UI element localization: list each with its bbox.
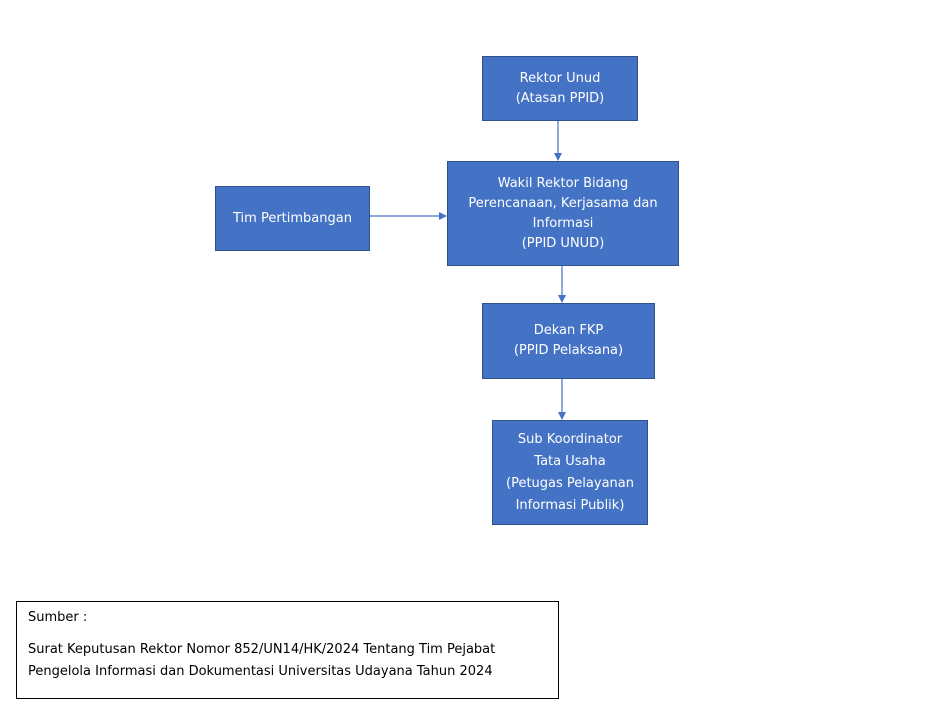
dekan-line-2: (PPID Pelaksana) <box>513 343 624 358</box>
wakil-line-2: Perencanaan, Kerjasama dan <box>468 195 658 211</box>
source-line-2: Pengelola Informasi dan Dokumentasi Univ… <box>28 664 493 679</box>
sub-line-4: Informasi Publik) <box>515 497 625 513</box>
rektor-line-1: Rektor Unud <box>519 70 601 86</box>
sub-line-2: Tata Usaha <box>534 453 606 469</box>
sub-line-3: (Petugas Pelayanan <box>506 475 634 491</box>
rektor-box: Rektor Unud (Atasan PPID) <box>482 56 638 121</box>
wakil-rektor-box: Wakil Rektor Bidang Perencanaan, Kerjasa… <box>447 161 679 266</box>
source-heading: Sumber : <box>28 610 88 625</box>
tim-line-1: Tim Pertimbangan <box>233 210 352 226</box>
wakil-line-1: Wakil Rektor Bidang <box>497 175 629 191</box>
wakil-line-4: (PPID UNUD) <box>521 235 605 251</box>
sub-koordinator-box: Sub Koordinator Tata Usaha (Petugas Pela… <box>492 420 648 525</box>
dekan-line-1: Dekan FKP <box>533 323 604 338</box>
sub-line-1: Sub Koordinator <box>517 431 623 447</box>
source-box: Sumber : Surat Keputusan Rektor Nomor 85… <box>16 601 559 699</box>
dekan-box: Dekan FKP (PPID Pelaksana) <box>482 303 655 379</box>
source-line-1: Surat Keputusan Rektor Nomor 852/UN14/HK… <box>28 642 496 657</box>
tim-pertimbangan-box: Tim Pertimbangan <box>215 186 370 251</box>
rektor-line-2: (Atasan PPID) <box>515 90 605 106</box>
wakil-line-3: Informasi <box>532 215 594 231</box>
